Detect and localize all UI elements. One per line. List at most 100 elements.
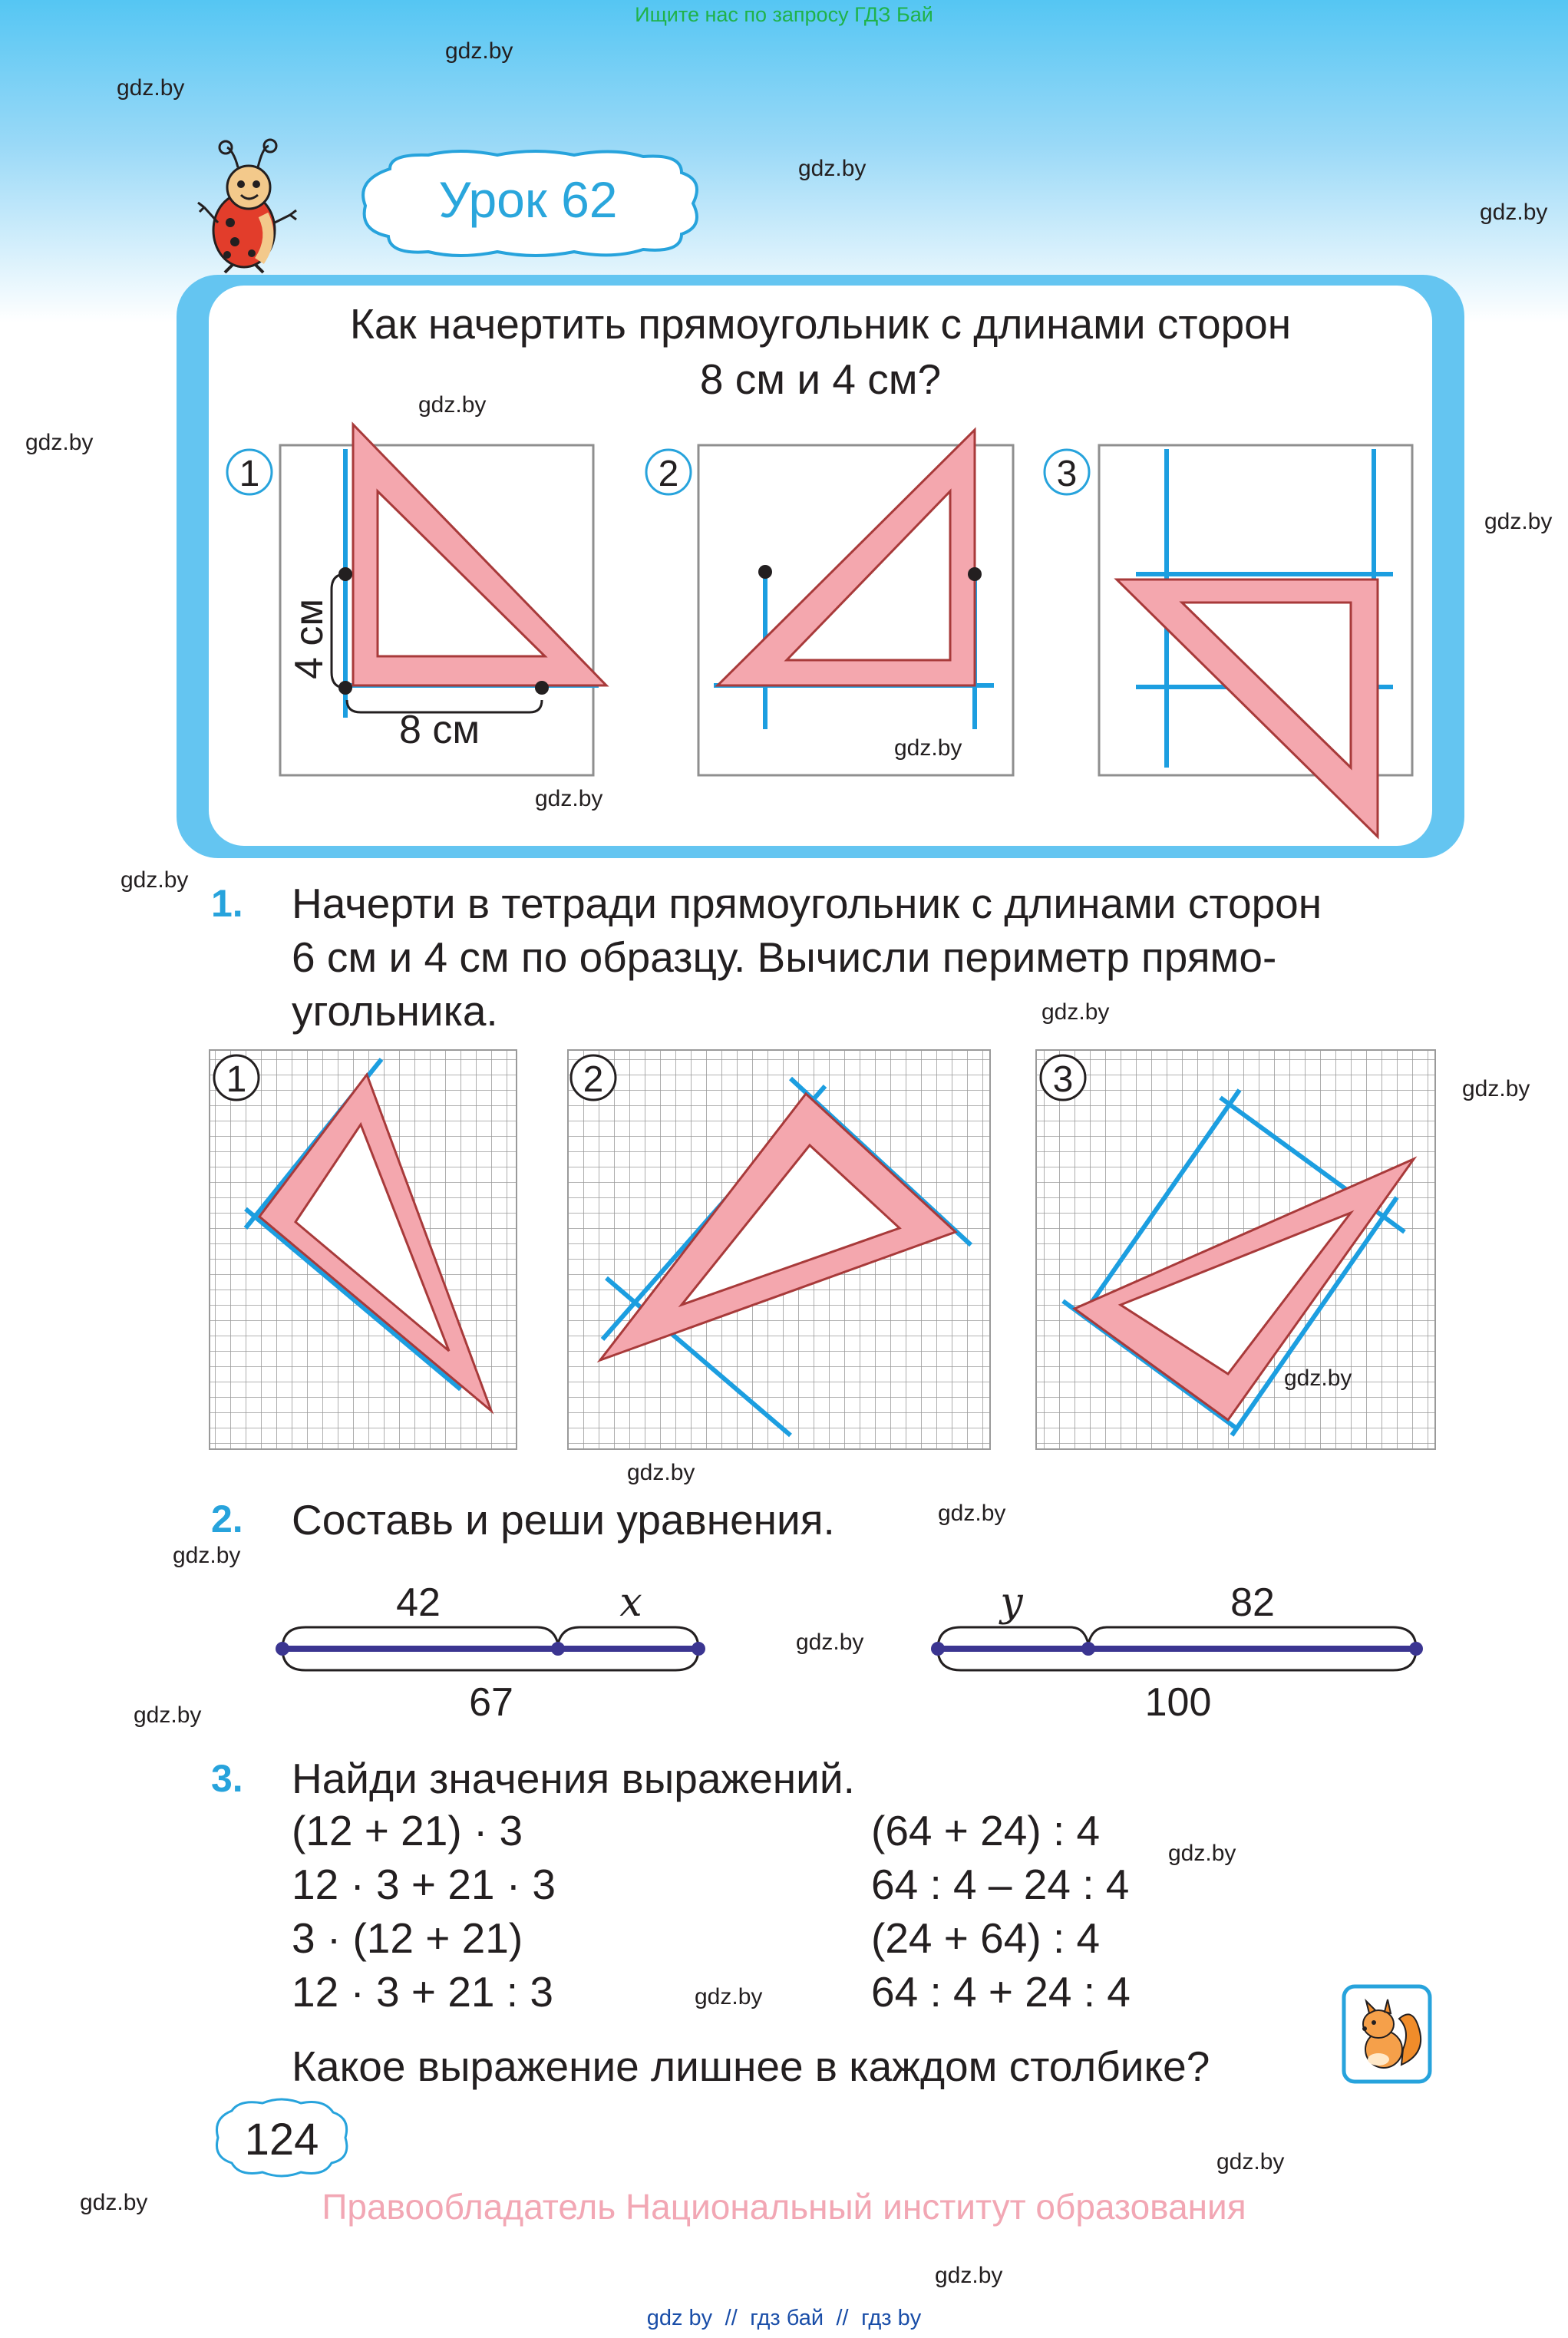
- top-search-note: Ищите нас по запросу ГДЗ Бай: [635, 3, 933, 26]
- guide-line: [605, 1276, 792, 1438]
- segment-point: [276, 1642, 289, 1656]
- watermark: gdz.by: [1168, 1841, 1236, 1866]
- intro-question-line1: Как начертить прямоугольник с длинами ст…: [349, 300, 1292, 348]
- expression-right-4: 64 : 4 + 24 : 4: [871, 1968, 1131, 2016]
- page-number-cloud: [216, 2098, 348, 2178]
- brace-bottom: [936, 1648, 1418, 1672]
- expression-right-3: (24 + 64) : 4: [871, 1914, 1101, 1962]
- lesson-title: Урок 62: [438, 171, 618, 228]
- task1-number: 1.: [211, 882, 243, 925]
- segment-point: [551, 1642, 565, 1656]
- task2-number: 2.: [211, 1498, 243, 1541]
- watermark: gdz.by: [25, 430, 94, 455]
- page-number: 124: [244, 2115, 319, 2165]
- footer-tag[interactable]: гдз бай: [750, 2306, 824, 2330]
- triangle-ruler-hole: [678, 1143, 902, 1308]
- expression-left-4: 12 · 3 + 21 : 3: [292, 1968, 553, 2016]
- segment-point: [692, 1642, 705, 1656]
- brace-width: [345, 699, 543, 714]
- point-marker: [535, 681, 549, 695]
- triangle-ruler-hole: [1179, 601, 1352, 771]
- footer-tag[interactable]: gdz by: [646, 2306, 713, 2330]
- segment-point: [931, 1642, 945, 1656]
- footer-separator: //: [836, 2306, 849, 2330]
- brace-bottom: [281, 1648, 700, 1672]
- point-marker: [968, 567, 982, 581]
- left-total: 67: [469, 1680, 513, 1725]
- guide-line: [1230, 1196, 1399, 1437]
- watermark: gdz.by: [894, 735, 962, 761]
- label-height: 4 см: [287, 599, 332, 679]
- task1-line3: угольника.: [292, 987, 498, 1035]
- watermark: gdz.by: [1480, 200, 1548, 225]
- lesson-title-cloud: [361, 150, 698, 257]
- intro-step-badge-1: [226, 448, 273, 496]
- point-marker: [338, 681, 352, 695]
- task1-step-3: 3: [1053, 1059, 1074, 1100]
- guide-line: [244, 1207, 462, 1392]
- brace-top: [936, 1626, 1418, 1649]
- footer-tags: gdz by // гдз бай // гдз by: [0, 2306, 1568, 2331]
- task1-step-2: 2: [583, 1059, 604, 1100]
- watermark: gdz.by: [445, 38, 513, 64]
- right-top-part: 82: [1230, 1580, 1275, 1625]
- intro-figures: 1 4 см 8 см 2 3: [226, 421, 1414, 840]
- watermark: gdz.by: [1284, 1365, 1352, 1391]
- footer-separator: //: [725, 2306, 738, 2330]
- watermark: gdz.by: [418, 392, 487, 418]
- intro-step-3: 3: [1057, 454, 1078, 494]
- guide-line: [1088, 1088, 1242, 1306]
- left-unknown: x: [619, 1580, 642, 1626]
- watermark: gdz.by: [134, 1702, 202, 1728]
- task1-step-badge-1: [213, 1054, 260, 1101]
- task3-number: 3.: [211, 1757, 243, 1800]
- intro-question-line2: 8 см и 4 см?: [699, 355, 942, 403]
- footer-tag[interactable]: гдз by: [861, 2306, 922, 2330]
- watermark: gdz.by: [1216, 2149, 1285, 2175]
- task1-line2: 6 см и 4 см по образцу. Вычисли периметр…: [292, 933, 1277, 981]
- ladybug-mascot-icon: [197, 138, 297, 274]
- expression-left-2: 12 · 3 + 21 · 3: [292, 1861, 556, 1908]
- label-width: 8 см: [399, 708, 480, 752]
- task1-line1: Начерти в тетради прямоугольник с длинам…: [292, 880, 1322, 927]
- watermark: gdz.by: [935, 2263, 1003, 2288]
- task2-segment-diagrams: 42 x 67 y 82 100: [276, 1580, 1423, 1725]
- intro-step-2: 2: [659, 454, 679, 494]
- segment-point: [1081, 1642, 1095, 1656]
- task1-grid-figures: 1 2 3: [209, 1049, 1436, 1450]
- watermark: gdz.by: [1041, 999, 1110, 1025]
- expression-left-3: 3 · (12 + 21): [292, 1914, 523, 1962]
- task1-step-badge-3: [1039, 1054, 1087, 1101]
- watermark: gdz.by: [1484, 509, 1553, 534]
- expression-left-1: (12 + 21) · 3: [292, 1807, 523, 1854]
- task2-text: Составь и реши уравнения.: [292, 1496, 835, 1544]
- watermark: gdz.by: [938, 1501, 1006, 1526]
- intro-step-badge-2: [645, 448, 692, 496]
- left-top-part: 42: [396, 1580, 441, 1625]
- watermark: gdz.by: [798, 156, 867, 181]
- point-marker: [758, 565, 772, 579]
- watermark: gdz.by: [796, 1630, 864, 1655]
- watermark: gdz.by: [1462, 1076, 1530, 1101]
- triangle-ruler-hole: [376, 488, 548, 658]
- task1-step-1: 1: [226, 1059, 247, 1100]
- watermark: gdz.by: [80, 2190, 148, 2215]
- watermark: gdz.by: [173, 1543, 241, 1568]
- copyright-notice: Правообладатель Национальный институт об…: [322, 2187, 1246, 2227]
- point-marker: [338, 567, 352, 581]
- task1-step-badge-2: [569, 1054, 617, 1101]
- brace-top: [281, 1626, 700, 1649]
- watermark: gdz.by: [120, 867, 189, 893]
- right-total: 100: [1145, 1680, 1212, 1725]
- watermark: gdz.by: [627, 1460, 695, 1485]
- right-unknown: y: [999, 1580, 1023, 1626]
- watermark: gdz.by: [535, 786, 603, 811]
- triangle-ruler-hole: [294, 1121, 451, 1352]
- brace-height: [330, 573, 346, 689]
- watermark: gdz.by: [695, 1984, 763, 2009]
- segment-point: [1409, 1642, 1423, 1656]
- intro-step-1: 1: [239, 454, 260, 494]
- task3-text: Найди значения выражений.: [292, 1755, 855, 1802]
- expression-right-1: (64 + 24) : 4: [871, 1807, 1101, 1854]
- expression-right-2: 64 : 4 – 24 : 4: [871, 1861, 1130, 1908]
